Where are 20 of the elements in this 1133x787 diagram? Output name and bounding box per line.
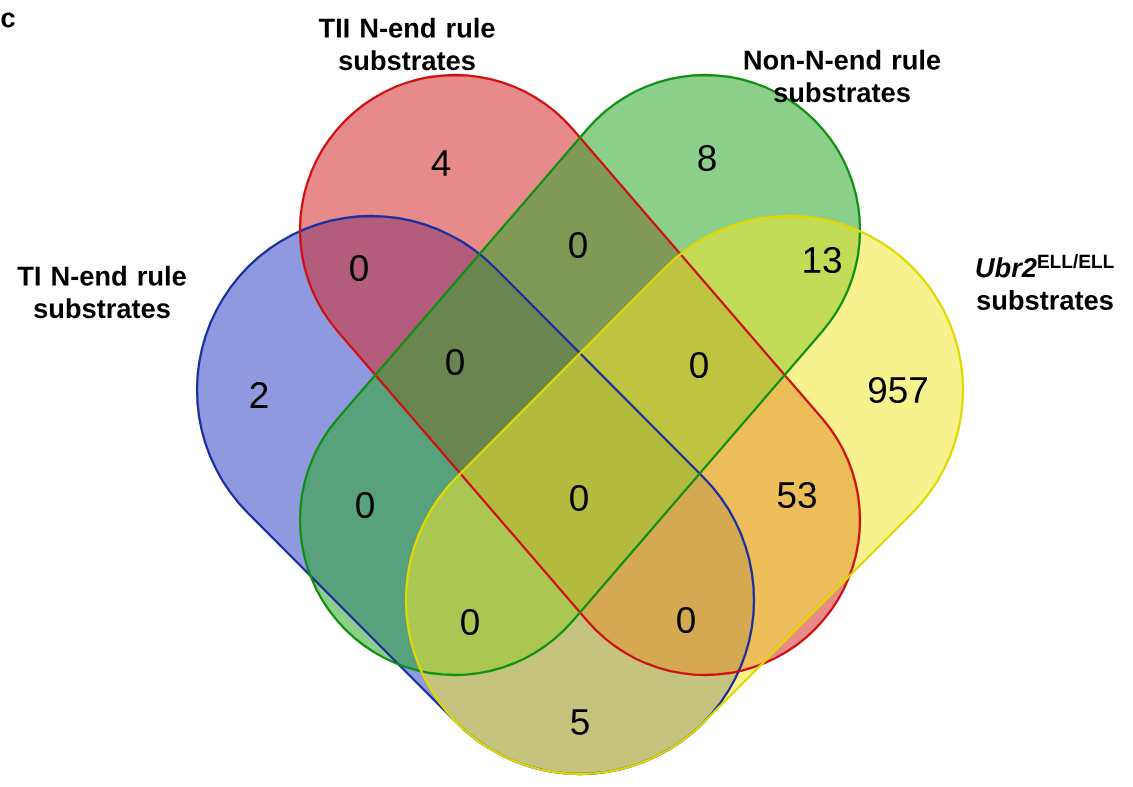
region-count: 5 bbox=[571, 709, 589, 735]
region-count: 0 bbox=[690, 351, 708, 379]
region-count: 0 bbox=[350, 254, 368, 282]
set-label: Non-N-end rule substrates bbox=[744, 49, 941, 103]
region-count: 8 bbox=[698, 144, 716, 172]
region-count: 13 bbox=[804, 246, 841, 274]
region-count: 0 bbox=[569, 231, 587, 259]
region-count: 0 bbox=[356, 491, 374, 519]
region-count: 4 bbox=[431, 150, 451, 176]
region-count: 0 bbox=[677, 606, 695, 634]
set-label: Ubr2$^{ELL/ELL}$ substrates bbox=[976, 254, 1114, 310]
set-label: TII N-end rule substrates bbox=[318, 17, 495, 71]
region-count: 2 bbox=[250, 382, 268, 408]
region-count: 957 bbox=[868, 376, 927, 404]
panel-letter: c bbox=[1, 12, 15, 28]
region-count: 0 bbox=[570, 484, 588, 512]
region-count: 0 bbox=[461, 608, 479, 636]
region-count: 0 bbox=[446, 348, 464, 376]
region-count: 53 bbox=[777, 481, 816, 509]
set-label: TI N-end rule substrates bbox=[17, 265, 186, 319]
